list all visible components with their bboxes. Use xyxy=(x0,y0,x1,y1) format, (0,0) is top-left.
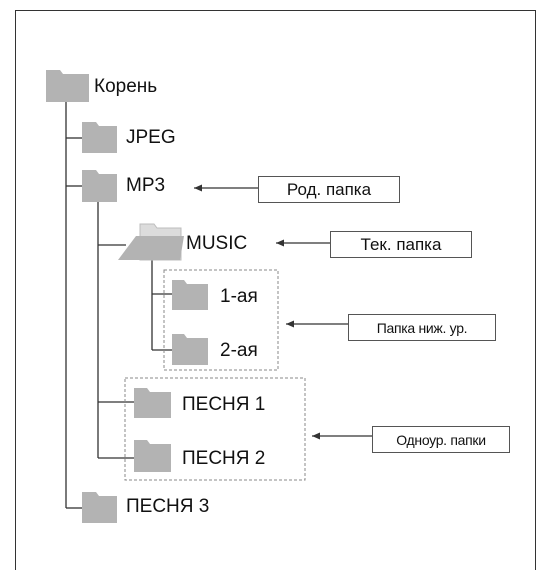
folder-icon xyxy=(134,440,171,472)
callout-lower-level: Папка ниж. ур. xyxy=(348,314,496,341)
arrowhead-same xyxy=(312,432,320,440)
label-song1: ПЕСНЯ 1 xyxy=(182,394,266,415)
label-mp3: MP3 xyxy=(126,175,166,196)
label-jpeg: JPEG xyxy=(126,127,176,148)
arrow-heads xyxy=(194,184,320,440)
callout-current-folder: Тек. папка xyxy=(330,231,472,258)
folder-icon xyxy=(46,70,89,102)
label-song3: ПЕСНЯ 3 xyxy=(126,496,210,517)
diagram-frame xyxy=(15,10,536,570)
callout-parent-folder: Род. папка xyxy=(258,176,400,203)
folder-icon xyxy=(82,170,117,202)
folder-icon xyxy=(134,388,171,418)
arrowhead-parent xyxy=(194,184,202,192)
label-music: MUSIC xyxy=(186,233,248,254)
group-lower-level xyxy=(163,269,279,371)
label-sub2: 2-ая xyxy=(220,340,258,361)
arrowhead-lower xyxy=(286,320,294,328)
arrowhead-current xyxy=(276,239,284,247)
folder-icons xyxy=(46,70,208,523)
folder-icon xyxy=(172,334,208,365)
callout-same-level: Одноур. папки xyxy=(372,426,510,453)
open-folder-icon xyxy=(118,223,184,261)
dashed-groups xyxy=(124,269,306,481)
group-same-level xyxy=(124,377,306,481)
label-root: Корень xyxy=(94,76,158,97)
folder-icon xyxy=(172,280,208,310)
folder-icon xyxy=(82,492,117,523)
folder-icon xyxy=(82,122,117,153)
label-sub1: 1-ая xyxy=(220,286,258,307)
label-song2: ПЕСНЯ 2 xyxy=(182,448,266,469)
tree-connectors xyxy=(65,102,172,509)
callout-arrows xyxy=(194,187,372,437)
